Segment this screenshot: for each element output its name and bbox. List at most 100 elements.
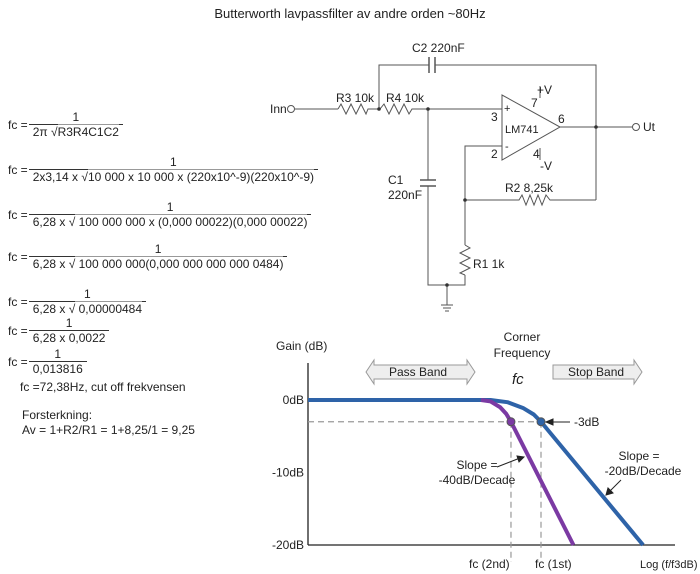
page-title: Butterworth lavpassfilter av andre orden… <box>214 6 486 21</box>
x-axis-label: Log (f/f3dB) <box>640 559 697 571</box>
fraction: 1 2x3,14 x √10 000 x 10 000 x (220x10^-9… <box>28 155 319 184</box>
equation-lhs: fc = <box>8 207 28 222</box>
radicand: 0,00000484 <box>75 301 143 316</box>
resistor-r4 <box>379 102 502 116</box>
resistor-r2 <box>465 193 596 207</box>
vneg-label: -V <box>540 159 552 173</box>
resistor-r3 <box>337 102 380 116</box>
corner-marker <box>506 417 516 427</box>
denominator: 6,28 x 0,0022 <box>31 331 108 345</box>
slope40-label-2: -40dB/Decade <box>439 473 516 487</box>
denominator: 2π √R3R4C1C2 <box>31 124 121 139</box>
gain-title: Forsterkning: <box>22 408 93 422</box>
denominator-prefix: 6,28 x √ <box>32 215 76 229</box>
c2-label: C2 220nF <box>412 41 465 55</box>
radicand: R3R4C1C2 <box>57 124 119 139</box>
denominator-prefix: 6,28 x √ <box>32 302 76 316</box>
equation-lhs: fc = <box>8 294 28 309</box>
arrow-head <box>605 487 614 496</box>
y-tick-label: 0dB <box>283 393 304 407</box>
numerator: 1 <box>28 316 110 331</box>
pass-band-label: Pass Band <box>389 365 447 379</box>
denominator: 6,28 x √ 100 000 000(0,000 000 000 000 0… <box>31 256 286 271</box>
slope40-label-1: Slope = <box>456 458 497 472</box>
arrow-head <box>544 418 554 426</box>
vpos-label: +V <box>537 83 552 97</box>
fraction: 1 0,013816 <box>28 347 87 376</box>
gain-formula: Av = 1+R2/R1 = 1+8,25/1 = 9,25 <box>22 423 195 437</box>
opamp-lm741 <box>501 94 562 161</box>
numerator: 1 <box>28 155 319 170</box>
numerator: 1 <box>28 242 288 257</box>
wire <box>427 186 466 286</box>
wire <box>435 64 597 200</box>
corner-label-1: Corner <box>504 330 541 344</box>
equation-lhs: fc = <box>8 249 28 264</box>
junction-dots <box>377 107 598 287</box>
fraction: 1 6,28 x √ 0,00000484 <box>28 287 147 316</box>
denominator-prefix: 2x3,14 x √ <box>32 170 88 184</box>
r4-label: R4 10k <box>386 91 425 105</box>
stop-band-arrow <box>552 358 643 386</box>
equation-5: fc = 1 6,28 x √ 0,00000484 <box>8 287 147 316</box>
stop-band-label: Stop Band <box>568 365 624 379</box>
radicand: 100 000 000(0,000 000 000 000 0484) <box>75 256 284 271</box>
denominator: 6,28 x √ 100 000 000 x (0,000 00022)(0,0… <box>31 214 310 229</box>
c1-name: C1 <box>388 173 404 187</box>
y-tick-label: -20dB <box>272 538 304 552</box>
numerator: 1 <box>28 200 312 215</box>
numerator: 1 <box>28 287 147 302</box>
denominator: 0,013816 <box>31 362 85 376</box>
equation-4: fc = 1 6,28 x √ 100 000 000(0,000 000 00… <box>8 242 288 271</box>
pin2-label: 2 <box>491 147 498 161</box>
arrow-slope20 <box>608 479 622 493</box>
radicand: 10 000 x 10 000 x (220x10^-9)(220x10^-9) <box>87 169 315 184</box>
output-terminal <box>632 123 640 131</box>
input-terminal <box>287 105 295 113</box>
fraction: 1 2π √R3R4C1C2 <box>28 110 123 139</box>
series-line-2 <box>480 398 576 546</box>
equation-lhs: fc = <box>8 354 28 369</box>
denominator-prefix: 6,28 x √ <box>32 257 76 271</box>
pin7-label: 7 <box>531 96 538 110</box>
numerator: 1 <box>28 347 87 362</box>
fraction: 1 6,28 x 0,0022 <box>28 316 110 345</box>
pin6-label: 6 <box>558 112 565 126</box>
output-label: Ut <box>643 120 656 134</box>
slope20-label-1: Slope = <box>618 449 659 463</box>
y-tick-label: -10dB <box>272 466 304 480</box>
r1-label: R1 1k <box>473 257 505 271</box>
denominator: 2x3,14 x √10 000 x 10 000 x (220x10^-9)(… <box>31 169 316 184</box>
r2-label: R2 8,25k <box>505 181 554 195</box>
fc2-label: fc (2nd) <box>469 557 510 571</box>
bode-chart: 0dB -10dB -20dB Gain (dB) Pass Band Stop B… <box>272 330 698 571</box>
result-text: fc =72,38Hz, cut off frekvensen <box>20 380 186 394</box>
minus-sign: - <box>505 141 509 153</box>
equation-3: fc = 1 6,28 x √ 100 000 000 x (0,000 000… <box>8 200 312 229</box>
corner-marker <box>536 417 546 427</box>
y-axis-label: Gain (dB) <box>276 339 327 353</box>
equation-lhs: fc = <box>8 323 28 338</box>
opamp-label: LM741 <box>505 124 539 136</box>
pin3-label: 3 <box>491 110 498 124</box>
fc-label: fc <box>512 371 524 388</box>
c1-value: 220nF <box>388 188 422 202</box>
fc1-label: fc (1st) <box>535 557 572 571</box>
circuit-labels: Inn Ut C2 220nF R3 10k R4 10k C1 220nF R… <box>270 41 656 271</box>
wire <box>464 145 502 245</box>
plus-sign: + <box>504 103 510 115</box>
slope20-label-2: -20dB/Decade <box>605 464 682 478</box>
minus3db-label: -3dB <box>574 415 599 429</box>
equation-6: fc = 1 6,28 x 0,0022 <box>8 316 110 345</box>
pin4-label: 4 <box>533 147 540 161</box>
equation-lhs: fc = <box>8 162 28 177</box>
denominator-prefix: 6,28 x 0,0022 <box>32 331 106 345</box>
equation-lhs: fc = <box>8 117 28 132</box>
input-label: Inn <box>270 102 287 116</box>
equation-1: fc = 1 2π √R3R4C1C2 <box>8 110 123 139</box>
pass-band-arrow <box>365 358 476 386</box>
corner-label-2: Frequency <box>494 346 551 360</box>
r3-label: R3 10k <box>336 91 375 105</box>
